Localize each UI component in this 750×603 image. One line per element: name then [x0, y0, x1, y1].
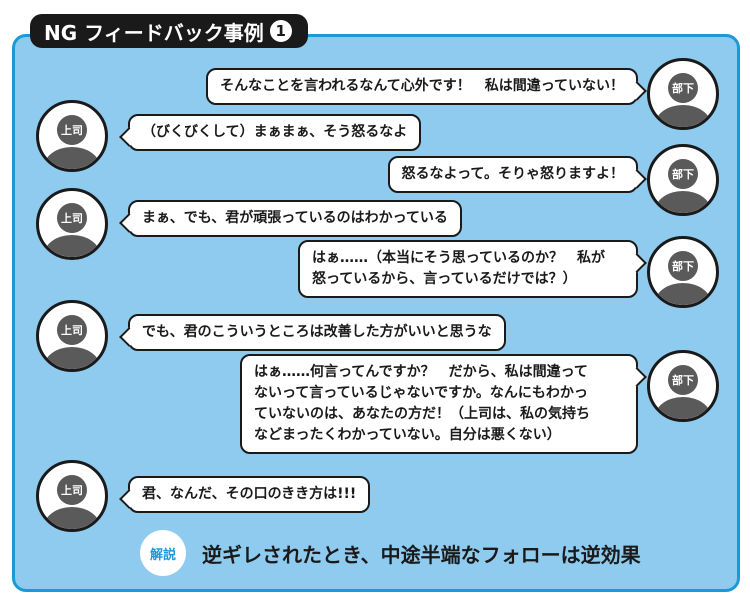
avatar-body	[655, 191, 711, 213]
bubble-text: でも、君のこういうところは改善した方がいいと思うな	[142, 324, 492, 340]
bubble-text-line: ないって言っているじゃないですか。なんにもわかっ	[254, 385, 588, 401]
avatar-subordinate: 部下	[647, 236, 719, 308]
speech-bubble-boss: （びくびくして）まぁまぁ、そう怒るなよ	[128, 114, 422, 151]
speech-bubble-subordinate: そんなことを言われるなんて心外です！ 私は間違っていない！	[206, 68, 638, 105]
speech-bubble-subordinate: はぁ……何言ってんですか？ だから、私は間違って ないって言っているじゃないです…	[240, 354, 638, 454]
avatar-label: 部下	[668, 365, 698, 395]
avatar-label: 上司	[57, 203, 87, 233]
bubble-text: （びくびくして）まぁまぁ、そう怒るなよ	[142, 124, 408, 140]
avatar-body	[44, 347, 100, 369]
bubble-text-line: 怒っているから、言っているだけでは？）	[312, 271, 577, 287]
bubble-text-line: ていないのは、あなたの方だ！（上司は、私の気持ち	[254, 406, 590, 422]
avatar-body	[655, 105, 711, 127]
avatar-boss: 上司	[36, 460, 108, 532]
speech-bubble-subordinate: 怒るなよって。そりゃ怒りますよ！	[387, 156, 638, 193]
speech-bubble-boss: でも、君のこういうところは改善した方がいいと思うな	[128, 314, 506, 351]
title-text: NG フィードバック事例	[44, 20, 264, 45]
avatar-label: 上司	[57, 315, 87, 345]
bubble-text: 怒るなよって。そりゃ怒りますよ！	[401, 166, 624, 182]
avatar-boss: 上司	[36, 188, 108, 260]
page-title: NG フィードバック事例 1	[30, 14, 308, 48]
avatar-label: 部下	[668, 73, 698, 103]
avatar-subordinate: 部下	[647, 350, 719, 422]
bubble-text-line: はぁ……何言ってんですか？ だから、私は間違って	[254, 364, 588, 380]
bubble-text: そんなことを言われるなんて心外です！ 私は間違っていない！	[220, 78, 624, 94]
avatar-subordinate: 部下	[647, 58, 719, 130]
bubble-text-line: などまったくわかっていない。自分は悪くない）	[254, 427, 561, 443]
avatar-label: 上司	[57, 115, 87, 145]
bubble-text-line: はぁ……（本当にそう思っているのか？ 私が	[312, 250, 606, 266]
bubble-text: 君、なんだ、その口のきき方は!!!	[142, 486, 357, 502]
avatar-body	[44, 147, 100, 169]
avatar-body	[44, 235, 100, 257]
avatar-label: 部下	[668, 159, 698, 189]
speech-bubble-boss: まぁ、でも、君が頑張っているのはわかっている	[128, 200, 462, 237]
bubble-text: まぁ、でも、君が頑張っているのはわかっている	[142, 210, 448, 226]
avatar-body	[44, 507, 100, 529]
avatar-body	[655, 397, 711, 419]
summary-row: 解説 逆ギレされたとき、中途半端なフォローは逆効果	[140, 530, 641, 576]
avatar-subordinate: 部下	[647, 144, 719, 216]
speech-bubble-subordinate: はぁ……（本当にそう思っているのか？ 私が 怒っているから、言っているだけでは？…	[298, 240, 638, 298]
avatar-boss: 上司	[36, 300, 108, 372]
avatar-label: 上司	[57, 475, 87, 505]
avatar-boss: 上司	[36, 100, 108, 172]
summary-text: 逆ギレされたとき、中途半端なフォローは逆効果	[202, 542, 641, 567]
avatar-body	[655, 283, 711, 305]
commentary-badge: 解説	[140, 530, 186, 576]
title-number-badge: 1	[269, 20, 292, 42]
avatar-label: 部下	[668, 251, 698, 281]
speech-bubble-boss: 君、なんだ、その口のきき方は!!!	[128, 476, 371, 513]
